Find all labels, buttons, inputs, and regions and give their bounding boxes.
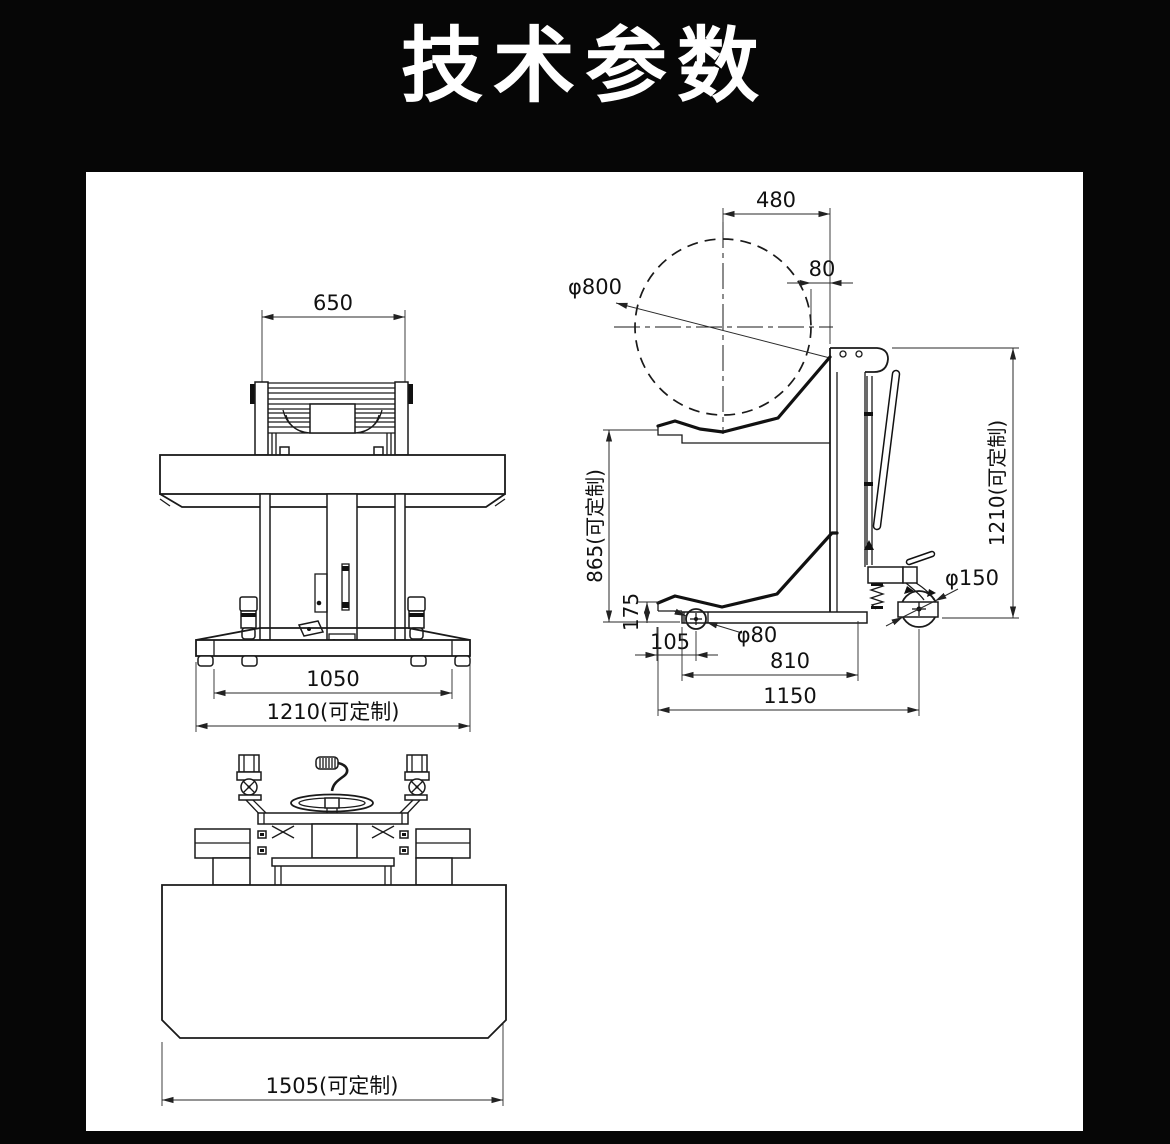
side-dim-865: 865(可定制) [583, 469, 607, 583]
technical-drawing: 650 [159, 188, 1019, 1106]
page-title: 技术参数 [400, 19, 769, 114]
front-dim-650: 650 [313, 291, 353, 315]
side-dim-105: 105 [650, 630, 690, 654]
side-dim-80: 80 [809, 257, 836, 281]
front-dim-1210: 1210(可定制) [267, 700, 400, 724]
side-dim-1210: 1210(可定制) [985, 420, 1009, 547]
side-dim-175: 175 [619, 593, 643, 631]
side-dim-480: 480 [756, 188, 796, 212]
side-dim-phi150: φ150 [945, 566, 999, 590]
side-dim-phi800: φ800 [568, 275, 622, 299]
top-dim-1505: 1505(可定制) [266, 1074, 399, 1098]
side-dim-phi80: φ80 [737, 623, 778, 647]
top-view: 1505(可定制) [161, 754, 507, 1106]
front-view: 650 [159, 291, 506, 732]
front-dim-1050: 1050 [306, 667, 359, 691]
drawing-panel: 650 [86, 172, 1083, 1131]
side-dim-810: 810 [770, 649, 810, 673]
side-view: 480 80 φ800 [568, 188, 1019, 716]
side-dim-1150: 1150 [763, 684, 816, 708]
